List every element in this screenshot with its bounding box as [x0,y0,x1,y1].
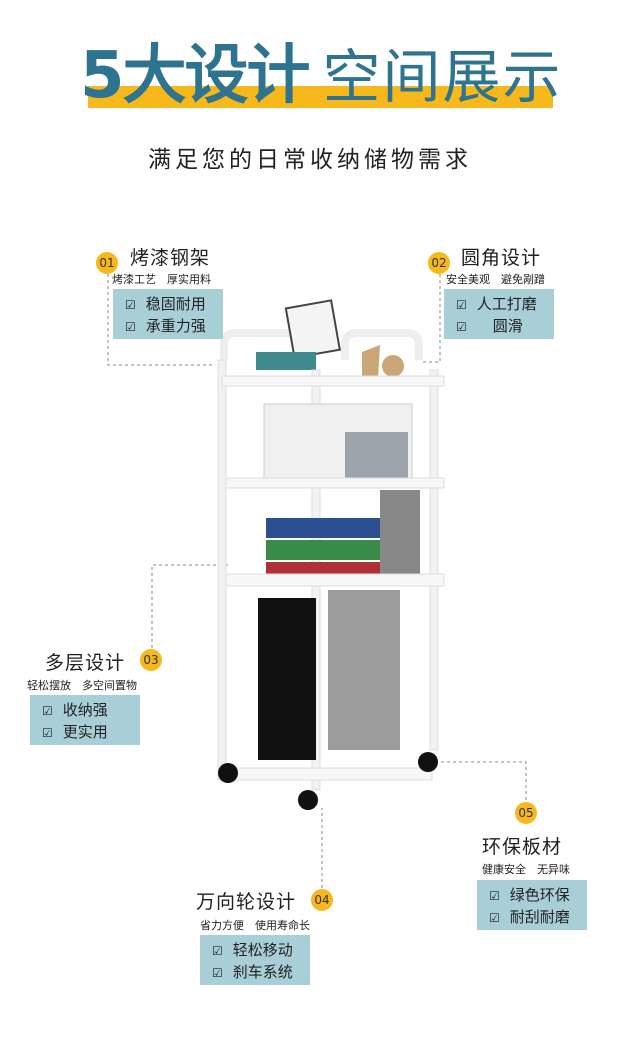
feature-box: ☑ 收纳强 ☑ 更实用 [30,695,140,745]
check-icon: ☑ [212,966,223,980]
feature-subtitle: 烤漆工艺 厚实用料 [112,273,211,286]
feature-title: 万向轮设计 [196,891,297,913]
title-light: 空间展示 [322,43,563,111]
check-icon: ☑ [489,911,500,925]
feature-item: 更实用 [62,723,108,741]
feature-number-badge: 03 [140,649,162,671]
feature-number-badge: 01 [96,252,118,274]
feature-item: 圆滑 [492,317,523,335]
feature-item: 收纳强 [62,701,108,719]
feature-title: 烤漆钢架 [130,247,211,269]
feature-item: 绿色环保 [509,886,570,904]
title-bold: 5大设计 [80,39,311,113]
feature-subtitle: 安全美观 避免剐蹭 [446,273,545,286]
feature-number-badge: 02 [428,252,450,274]
check-icon: ☑ [42,726,53,740]
feature-box: ☑ 稳固耐用 ☑ 承重力强 [113,289,223,339]
feature-title: 多层设计 [45,652,126,674]
title-underline [88,86,553,108]
check-icon: ☑ [456,320,467,334]
check-icon: ☑ [489,889,500,903]
check-icon: ☑ [42,704,53,718]
feature-number-badge: 04 [311,889,333,911]
feature-subtitle: 轻松摆放 多空间置物 [27,679,137,692]
feature-item: 承重力强 [145,317,206,335]
check-icon: ☑ [125,320,136,334]
cart [217,299,445,810]
check-icon: ☑ [125,298,136,312]
feature-item: 人工打磨 [476,295,537,313]
check-icon: ☑ [212,944,223,958]
feature-title: 环保板材 [482,836,563,858]
leader-lines [107,274,527,888]
page-title: 5大设计空间展示 [80,24,563,116]
feature-title: 圆角设计 [461,247,542,269]
feature-item: 稳固耐用 [145,295,206,313]
feature-box: ☑ 轻松移动 ☑ 刹车系统 [200,935,310,985]
feature-subtitle: 省力方便 使用寿命长 [200,919,310,932]
feature-box: ☑ 人工打磨 ☑ 圆滑 [444,289,554,339]
feature-item: 刹车系统 [232,963,293,981]
feature-item: 耐刮耐磨 [509,908,570,926]
subtitle: 满足您的日常收纳储物需求 [148,147,472,173]
feature-item: 轻松移动 [232,941,293,959]
feature-box: ☑ 绿色环保 ☑ 耐刮耐磨 [477,880,587,930]
check-icon: ☑ [456,298,467,312]
feature-number-badge: 05 [515,802,537,824]
feature-subtitle: 健康安全 无异味 [482,863,570,876]
